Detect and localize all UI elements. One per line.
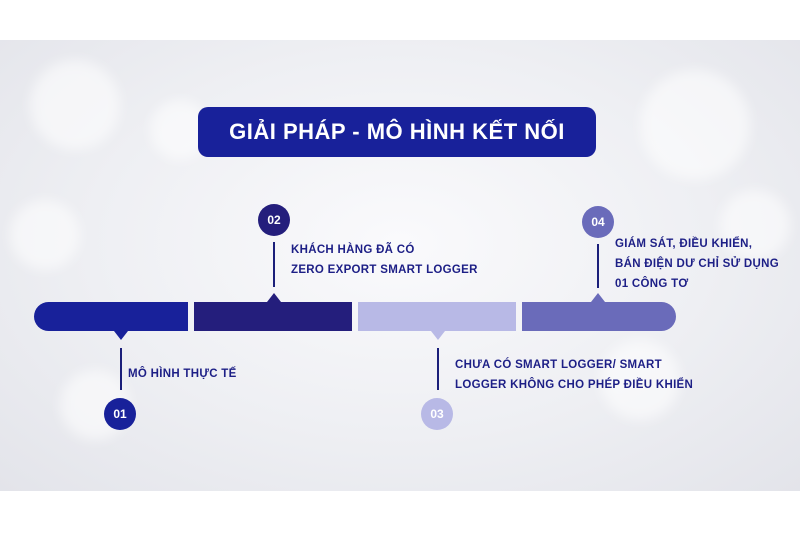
timeline-segment-01: [34, 302, 188, 331]
step-03-line-1: CHƯA CÓ SMART LOGGER/ SMART: [455, 359, 662, 371]
timeline-segment-02: [194, 302, 352, 331]
connector-line-03: [437, 348, 439, 390]
step-02-line-1: KHÁCH HÀNG ĐÃ CÓ: [291, 244, 415, 256]
step-number-02: 02: [258, 204, 290, 236]
connector-line-02: [273, 242, 275, 287]
step-04-line-3: 01 CÔNG TƠ: [615, 278, 689, 290]
step-number-03: 03: [421, 398, 453, 430]
pointer-02: [267, 293, 281, 302]
timeline-segment-04: [522, 302, 676, 331]
step-01-line-1: MÔ HÌNH THỰC TẾ: [128, 368, 237, 380]
step-label-04: GIÁM SÁT, ĐIỀU KHIỂN, BÁN ĐIỆN DƯ CHỈ SỬ…: [615, 234, 779, 294]
page-title: GIẢI PHÁP - MÔ HÌNH KẾT NỐI: [198, 107, 596, 157]
timeline-segment-03: [358, 302, 516, 331]
step-03-line-2: LOGGER KHÔNG CHO PHÉP ĐIỀU KHIỂN: [455, 379, 694, 391]
step-label-02: KHÁCH HÀNG ĐÃ CÓ ZERO EXPORT SMART LOGGE…: [291, 240, 478, 280]
bokeh-light: [600, 340, 680, 420]
pointer-04: [591, 293, 605, 302]
step-number-04: 04: [582, 206, 614, 238]
step-04-line-1: GIÁM SÁT, ĐIỀU KHIỂN,: [615, 238, 753, 250]
bokeh-light: [30, 60, 120, 150]
connector-line-01: [120, 348, 122, 390]
connector-line-04: [597, 244, 599, 288]
pointer-01: [114, 331, 128, 340]
bokeh-light: [720, 190, 790, 260]
step-label-03: CHƯA CÓ SMART LOGGER/ SMART LOGGER KHÔNG…: [455, 355, 693, 395]
bokeh-light: [640, 70, 750, 180]
pointer-03: [431, 331, 445, 340]
step-04-line-2: BÁN ĐIỆN DƯ CHỈ SỬ DỤNG: [615, 258, 779, 270]
bokeh-light: [10, 200, 80, 270]
step-number-01: 01: [104, 398, 136, 430]
step-label-01: MÔ HÌNH THỰC TẾ: [128, 364, 237, 384]
step-02-line-2: ZERO EXPORT SMART LOGGER: [291, 264, 478, 276]
